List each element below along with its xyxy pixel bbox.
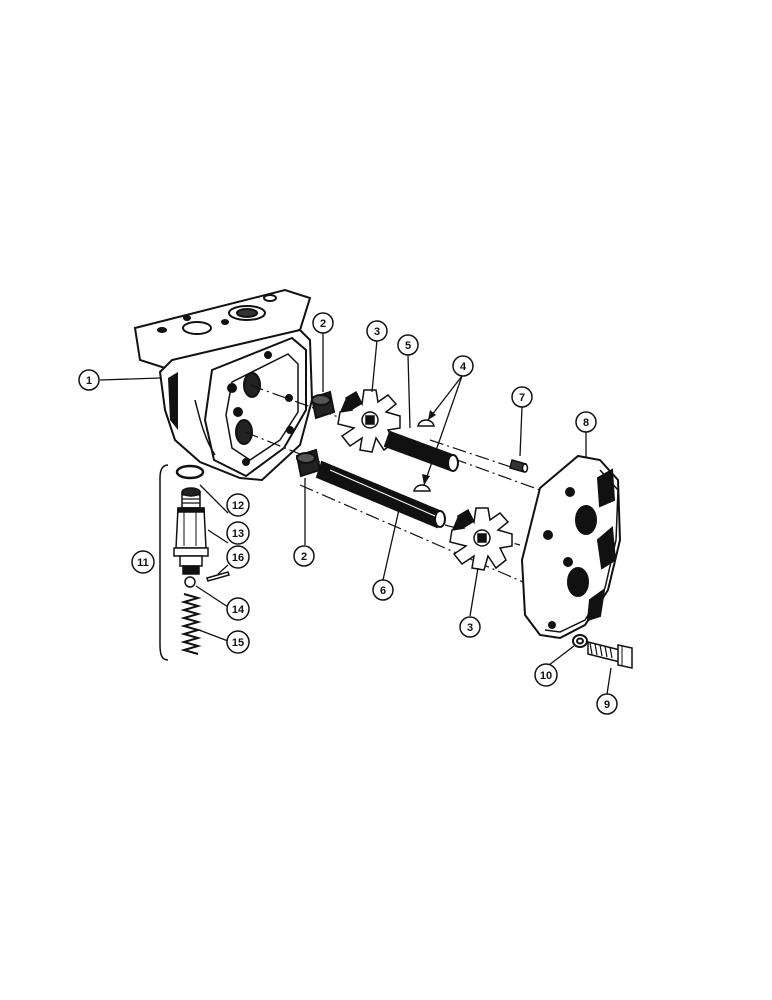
callout-label: 2: [301, 551, 307, 563]
leader-lines: [99, 333, 612, 695]
callout-label: 9: [604, 699, 610, 711]
callout-12: 12: [226, 493, 250, 517]
gear-upper: [337, 389, 401, 453]
callout-4: 4: [452, 355, 474, 377]
callout-label: 3: [467, 622, 473, 634]
callout-label: 13: [232, 528, 244, 540]
callouts: 1 2 2 3 3 4 5 6: [78, 312, 618, 715]
dowel-pin: [509, 459, 529, 473]
o-ring: [175, 464, 205, 480]
callout-6: 6: [372, 579, 394, 601]
callout-14: 14: [226, 597, 250, 621]
callout-11: 11: [131, 550, 155, 574]
cover-plate: [520, 454, 622, 640]
callout-label: 3: [374, 326, 380, 338]
callout-label: 5: [405, 340, 411, 352]
callout-label: 12: [232, 500, 244, 512]
cap-screw: [587, 641, 633, 669]
drive-shaft: [315, 460, 446, 529]
callout-7: 7: [511, 386, 533, 408]
callout-16: 16: [226, 545, 250, 569]
callout-2-lower: 2: [293, 545, 315, 567]
woodruff-key-lower: [413, 484, 431, 492]
bushing-upper: [310, 390, 336, 420]
relief-spring: [180, 593, 202, 655]
callout-label: 1: [86, 375, 92, 387]
relief-valve-plug: [173, 487, 209, 575]
callout-label: 11: [137, 557, 149, 569]
callout-15: 15: [226, 630, 250, 654]
callout-label: 14: [232, 604, 245, 616]
pump-housing: [133, 288, 314, 482]
callout-label: 10: [540, 670, 552, 682]
callout-13: 13: [226, 521, 250, 545]
callout-3-upper: 3: [366, 320, 388, 342]
idler-shaft: [383, 430, 459, 472]
callout-10: 10: [534, 663, 558, 687]
bushing-lower: [295, 448, 322, 478]
relief-valve-bracket: [159, 464, 169, 661]
callout-2-upper: 2: [312, 312, 334, 334]
callout-label: 6: [380, 585, 386, 597]
callout-label: 16: [232, 552, 244, 564]
callout-3-lower: 3: [459, 616, 481, 638]
callout-1: 1: [78, 369, 100, 391]
gear-lower: [449, 507, 513, 571]
callout-label: 15: [232, 637, 244, 649]
woodruff-key-upper: [417, 419, 435, 427]
callout-label: 7: [519, 392, 525, 404]
check-ball: [184, 576, 196, 588]
callout-5: 5: [397, 334, 419, 356]
lock-washer: [572, 634, 588, 648]
callout-9: 9: [596, 693, 618, 715]
callout-label: 2: [320, 318, 326, 330]
callout-8: 8: [575, 411, 597, 433]
callout-label: 4: [460, 361, 467, 373]
callout-label: 8: [583, 417, 589, 429]
key-arrowheads: [422, 410, 436, 485]
cotter-pin: [206, 571, 230, 582]
